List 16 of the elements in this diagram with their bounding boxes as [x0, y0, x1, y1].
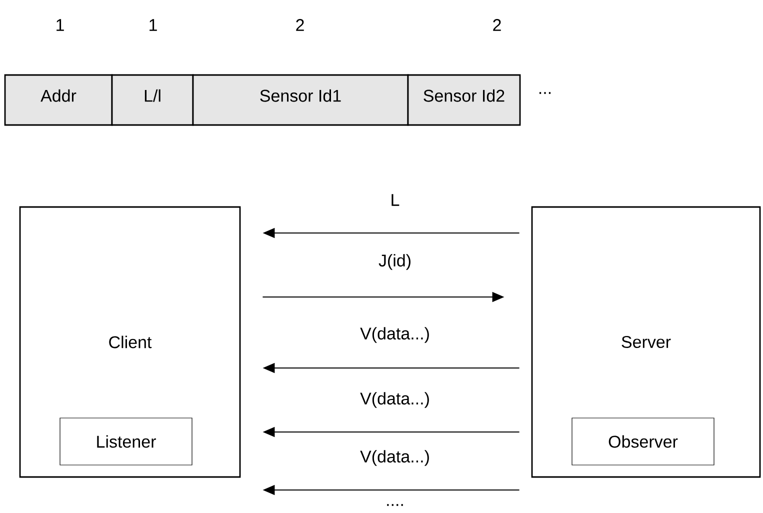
edge-label: V(data...): [359, 326, 431, 344]
ellipsis: ...: [539, 92, 551, 94]
table-cell: Sensor Id2: [407, 74, 521, 126]
byte-count: 1: [56, 19, 64, 31]
component-box: Listener: [60, 418, 192, 466]
edge-label: V(data...): [359, 391, 431, 409]
table-cell: L/l: [111, 74, 194, 126]
ellipsis: ....: [387, 504, 403, 506]
edge-label: V(data...): [359, 449, 431, 467]
byte-count: 2: [493, 19, 501, 31]
edge-label: J(id): [377, 253, 413, 271]
edge-label: L: [389, 193, 401, 207]
component-box: Observer: [572, 418, 714, 466]
byte-count: 2: [296, 19, 304, 31]
byte-count: 1: [150, 19, 157, 31]
table-cell: Addr: [4, 74, 113, 126]
